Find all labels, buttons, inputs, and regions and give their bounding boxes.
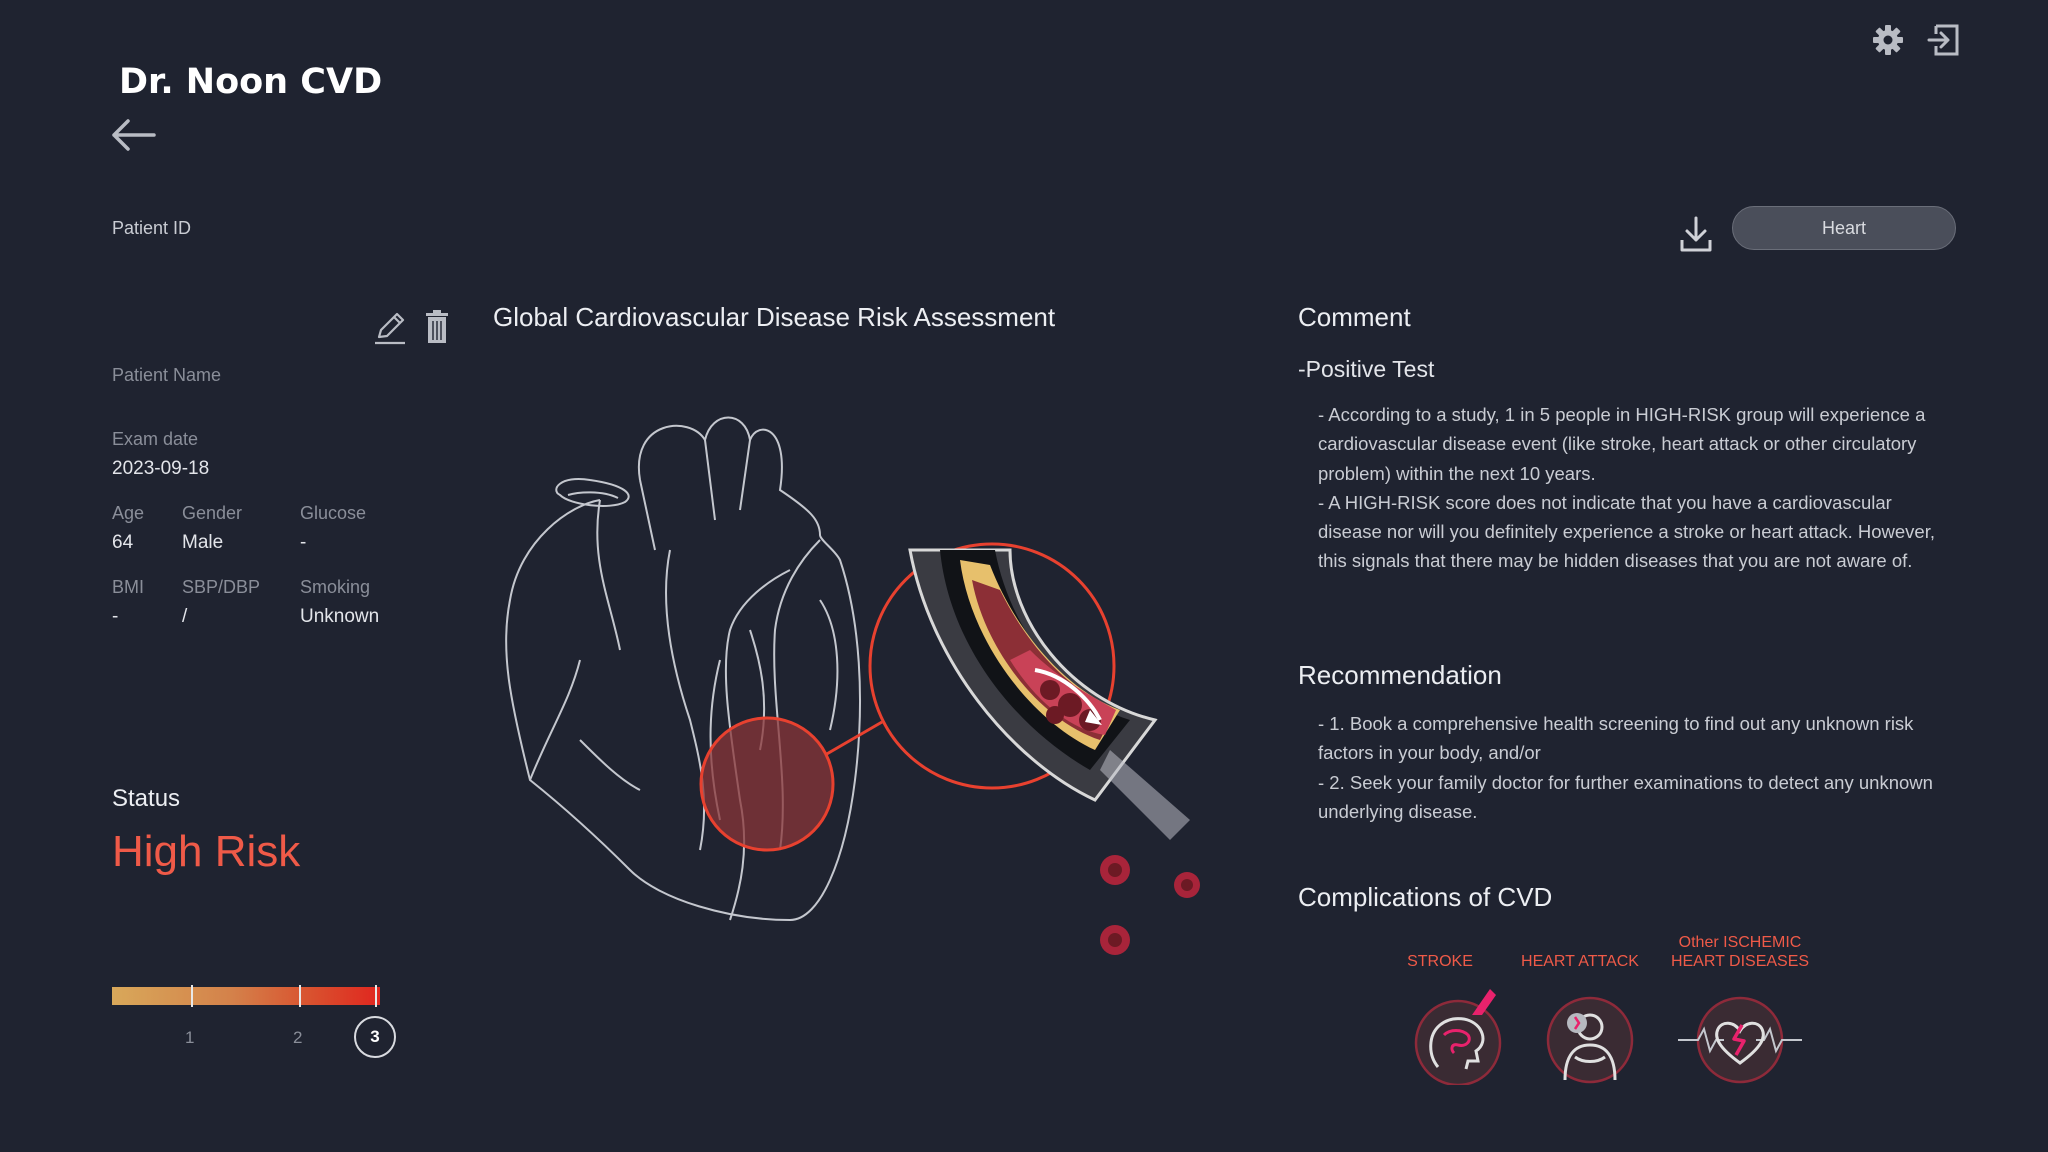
heart-artery-illustration <box>505 416 1200 955</box>
age-label: Age <box>112 503 145 523</box>
bmi-value: - <box>112 606 119 627</box>
app-title: Dr. Noon CVD <box>119 62 383 102</box>
glucose-label: Glucose <box>300 503 367 523</box>
exam-date-value: 2023-09-18 <box>112 458 210 479</box>
broken-heart-icon <box>1678 996 1802 1084</box>
gear-icon[interactable] <box>1870 22 1906 58</box>
scale-current-level: 3 <box>354 1016 396 1058</box>
back-arrow-icon[interactable] <box>110 118 156 152</box>
scale-tick-label-2: 2 <box>293 1028 303 1047</box>
patient-name-label: Patient Name <box>112 365 222 385</box>
download-icon[interactable] <box>1678 214 1714 254</box>
age-value: 64 <box>112 532 134 553</box>
status-label: Status <box>112 785 181 812</box>
comment-line-1: - According to a study, 1 in 5 people in… <box>1318 404 1926 484</box>
scale-tick-label-1: 1 <box>185 1028 195 1047</box>
heart-outline <box>505 416 861 922</box>
smoking-value: Unknown <box>300 606 380 627</box>
bmi-label: BMI <box>112 577 145 597</box>
artery-zoom-circle <box>868 542 1200 955</box>
edit-pencil-icon[interactable] <box>372 308 408 346</box>
trash-icon[interactable] <box>425 310 449 344</box>
comment-title: Comment <box>1298 302 1411 332</box>
assessment-title: Global Cardiovascular Disease Risk Asses… <box>493 302 1056 332</box>
bp-value: / <box>182 606 188 627</box>
comment-line-2: - A HIGH-RISK score does not indicate th… <box>1318 491 1935 572</box>
scale-tick <box>299 985 301 1007</box>
complication-label-stroke: STROKE <box>1407 953 1473 970</box>
brain-stroke-icon <box>1414 989 1502 1085</box>
exam-date-label: Exam date <box>112 429 199 449</box>
bp-label: SBP/DBP <box>182 577 261 597</box>
recommendation-title: Recommendation <box>1298 660 1502 690</box>
heart-attack-icon <box>1546 996 1634 1084</box>
complication-label-other-ischemic: Other ISCHEMIC HEART DISEASES <box>1670 934 1810 970</box>
comment-body: - According to a study, 1 in 5 people in… <box>1318 400 1958 576</box>
heart-focus-circle <box>699 716 835 852</box>
complication-label-heart-attack: HEART ATTACK <box>1521 953 1639 970</box>
smoking-label: Smoking <box>300 577 371 597</box>
scale-tick <box>375 985 377 1007</box>
gender-value: Male <box>182 532 224 553</box>
recommendation-line-1: - 1. Book a comprehensive health screeni… <box>1318 713 1914 764</box>
status-value: High Risk <box>112 827 301 876</box>
gender-label: Gender <box>182 503 243 523</box>
patient-id-label: Patient ID <box>112 218 192 238</box>
comment-subhead: -Positive Test <box>1298 356 1435 382</box>
heart-button[interactable]: Heart <box>1732 206 1956 250</box>
recommendation-line-2: - 2. Seek your family doctor for further… <box>1318 771 1933 822</box>
glucose-value: - <box>300 532 307 553</box>
logout-icon[interactable] <box>1926 22 1962 58</box>
risk-scale-bar <box>112 987 380 1005</box>
recommendation-body: - 1. Book a comprehensive health screeni… <box>1318 709 1958 826</box>
scale-tick <box>191 985 193 1007</box>
complications-title: Complications of CVD <box>1298 882 1553 912</box>
